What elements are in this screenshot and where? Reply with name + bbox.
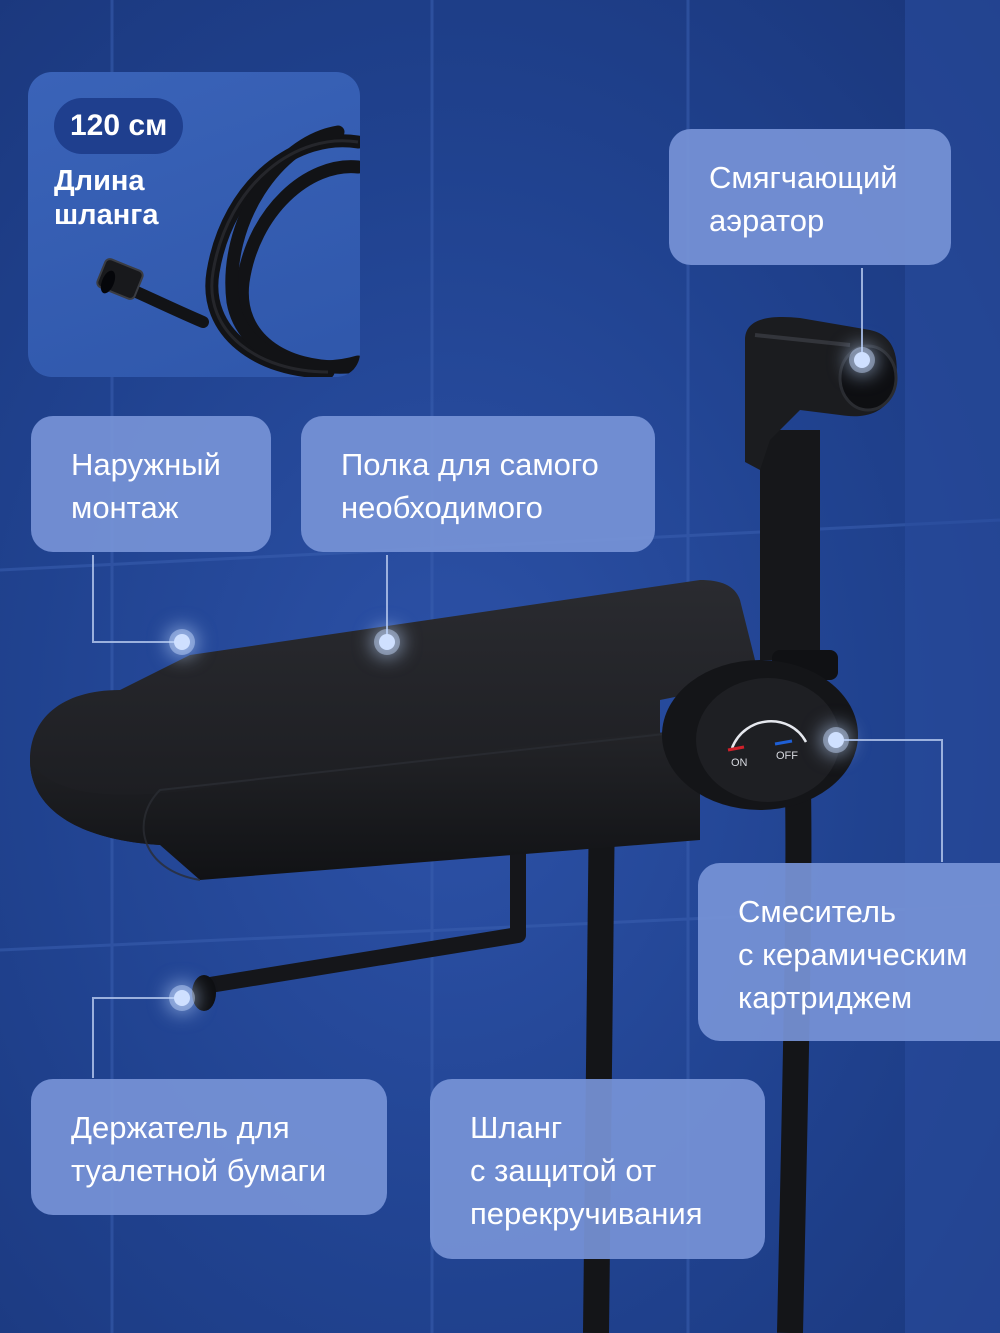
callout-mount: Наружный монтаж bbox=[31, 416, 271, 552]
shelf-marker bbox=[379, 634, 395, 650]
callout-aerator-line2: аэратор bbox=[709, 203, 825, 238]
hose-length-card: 120 см Длина шланга bbox=[28, 72, 360, 377]
callout-aerator-line1: Смягчающий bbox=[709, 160, 898, 195]
mixer-marker bbox=[828, 732, 844, 748]
callout-mixer: Смеситель с керамическим картриджем bbox=[698, 863, 1000, 1041]
callout-shelf-line1: Полка для самого bbox=[341, 447, 599, 482]
callout-hose-line1: Шланг bbox=[470, 1110, 563, 1145]
mixer-body bbox=[662, 660, 858, 810]
hose-caption-line1: Длина bbox=[54, 165, 145, 197]
callout-holder-line1: Держатель для bbox=[71, 1110, 290, 1145]
mount-marker bbox=[174, 634, 190, 650]
callout-aerator: Смягчающий аэратор bbox=[669, 129, 951, 265]
coiled-hose-image bbox=[96, 125, 360, 377]
callout-holder: Держатель для туалетной бумаги bbox=[31, 1079, 387, 1215]
hose-caption-line2: шланга bbox=[54, 199, 159, 231]
callout-mixer-line2: с керамическим bbox=[738, 937, 968, 972]
shelf bbox=[30, 580, 760, 881]
holder-marker bbox=[174, 990, 190, 1006]
callout-mixer-line1: Смеситель bbox=[738, 894, 897, 929]
callout-shelf: Полка для самого необходимого bbox=[301, 416, 655, 552]
mixer-off-label: OFF bbox=[776, 750, 798, 762]
hose-length-caption: Длина шланга bbox=[54, 164, 158, 232]
callout-hose: Шланг с защитой от перекручивания bbox=[430, 1079, 765, 1259]
hose-length-badge: 120 см bbox=[54, 98, 184, 154]
mixer-on-label: ON bbox=[731, 757, 748, 769]
callout-mount-line1: Наружный bbox=[71, 447, 221, 482]
callout-hose-line3: перекручивания bbox=[470, 1196, 703, 1231]
aerator-marker bbox=[854, 352, 870, 368]
callout-hose-line2: с защитой от bbox=[470, 1153, 657, 1188]
callout-mount-line2: монтаж bbox=[71, 490, 179, 525]
callout-shelf-line2: необходимого bbox=[341, 490, 543, 525]
callout-holder-line2: туалетной бумаги bbox=[71, 1153, 327, 1188]
callout-mixer-line3: картриджем bbox=[738, 980, 913, 1015]
